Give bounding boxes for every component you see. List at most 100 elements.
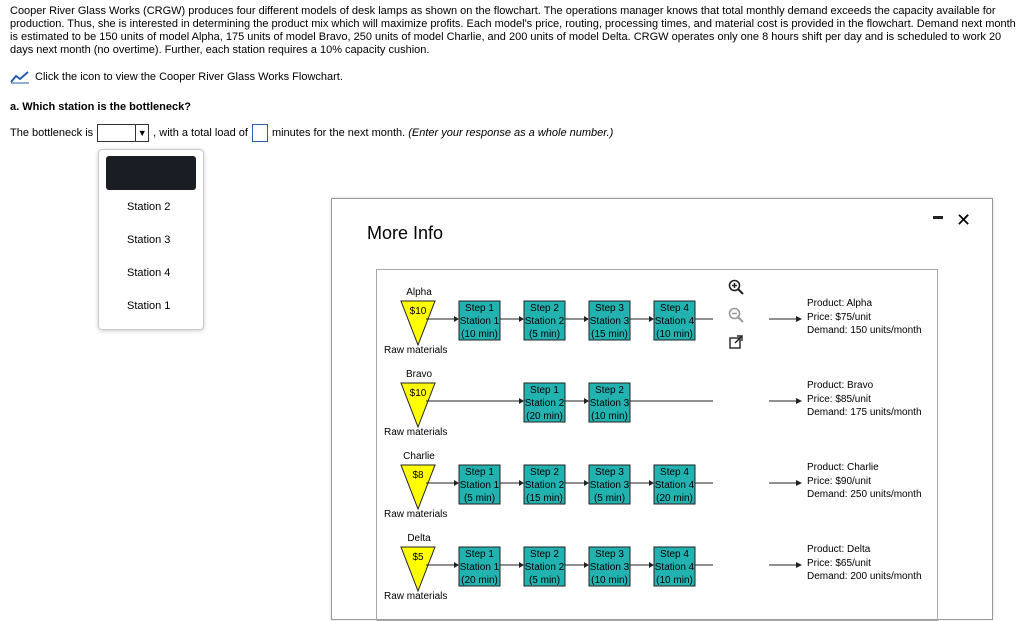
- question-label: a. Which station is the bottleneck?: [10, 101, 191, 113]
- step-box: [588, 300, 631, 341]
- close-button[interactable]: ✕: [956, 210, 972, 230]
- raw-material-triangle: [400, 464, 436, 511]
- product-demand: Demand: 200 units/month: [807, 571, 922, 582]
- flow-arrow: [649, 562, 654, 568]
- step-box: [653, 546, 696, 587]
- flow-arrow: [519, 562, 524, 568]
- product-demand: Demand: 150 units/month: [807, 325, 922, 336]
- step-time: (15 min): [526, 493, 563, 504]
- raw-materials-label: Raw materials: [384, 591, 447, 602]
- step-time: (5 min): [464, 493, 495, 504]
- step-time: (20 min): [656, 493, 693, 504]
- step-label: Step 2: [595, 385, 624, 396]
- flow-arrow: [519, 316, 524, 322]
- product-name: Charlie: [403, 451, 435, 462]
- step-box: [523, 464, 566, 505]
- flow-arrow: [454, 480, 459, 486]
- flowchart-link[interactable]: Click the icon to view the Cooper River …: [10, 70, 343, 84]
- raw-material-triangle: [400, 382, 436, 429]
- step-time: (5 min): [529, 575, 560, 586]
- step-box: [523, 300, 566, 341]
- total-load-input[interactable]: [251, 124, 268, 142]
- chart-icon[interactable]: [10, 70, 30, 84]
- step-station: Station 3: [590, 480, 630, 491]
- raw-materials-label: Raw materials: [384, 509, 447, 520]
- flow-arrow: [796, 562, 802, 568]
- answer-hint: (Enter your response as a whole number.): [408, 127, 614, 139]
- step-label: Step 3: [595, 467, 624, 478]
- flow-arrow: [584, 562, 589, 568]
- step-box: [458, 546, 501, 587]
- step-time: (10 min): [656, 575, 693, 586]
- problem-statement: Cooper River Glass Works (CRGW) produces…: [10, 5, 1016, 56]
- dropdown-blank-option[interactable]: [106, 156, 196, 190]
- product-name: Alpha: [406, 287, 432, 298]
- step-label: Step 4: [660, 303, 689, 314]
- step-label: Step 1: [465, 303, 494, 314]
- material-cost: $8: [412, 470, 424, 481]
- step-time: (20 min): [461, 575, 498, 586]
- product-price: Price: $65/unit: [807, 558, 871, 569]
- answer-row: The bottleneck is ▼ , with a total load …: [10, 124, 613, 142]
- step-time: (10 min): [591, 575, 628, 586]
- step-box: [458, 464, 501, 505]
- modal-title: More Info: [367, 223, 444, 243]
- step-label: Step 3: [595, 303, 624, 314]
- step-station: Station 2: [525, 316, 565, 327]
- step-time: (20 min): [526, 411, 563, 422]
- flow-arrow: [796, 480, 802, 486]
- step-box: [588, 546, 631, 587]
- step-box: [588, 382, 631, 423]
- chevron-down-icon[interactable]: ▼: [135, 125, 148, 141]
- step-station: Station 4: [655, 480, 695, 491]
- flow-arrow: [584, 316, 589, 322]
- zoom-out-icon[interactable]: [728, 307, 744, 323]
- step-box: [588, 464, 631, 505]
- minimize-button[interactable]: [933, 216, 943, 219]
- bottleneck-select[interactable]: ▼: [97, 124, 150, 142]
- more-info-modal: More Info ✕: [331, 198, 993, 621]
- product-demand: Demand: 175 units/month: [807, 407, 922, 418]
- flow-arrow: [649, 316, 654, 322]
- answer-middle: , with a total load of: [153, 127, 248, 139]
- product-price: Price: $85/unit: [807, 394, 871, 405]
- flow-arrow: [519, 480, 524, 486]
- dropdown-option[interactable]: Station 2: [127, 201, 171, 213]
- flow-arrow: [649, 480, 654, 486]
- dropdown-option[interactable]: Station 1: [127, 300, 171, 312]
- step-station: Station 1: [460, 316, 500, 327]
- step-label: Step 1: [465, 549, 494, 560]
- material-cost: $10: [410, 306, 427, 317]
- step-station: Station 2: [525, 480, 565, 491]
- flow-arrow: [454, 316, 459, 322]
- step-station: Station 4: [655, 316, 695, 327]
- step-label: Step 1: [530, 385, 559, 396]
- step-station: Station 2: [525, 398, 565, 409]
- open-external-icon[interactable]: [728, 335, 744, 351]
- flowchart-link-label[interactable]: Click the icon to view the Cooper River …: [35, 71, 343, 83]
- answer-prefix: The bottleneck is: [10, 127, 94, 139]
- product-info: Product: Charlie: [807, 462, 879, 473]
- step-label: Step 2: [530, 549, 559, 560]
- step-box: [458, 300, 501, 341]
- step-station: Station 3: [590, 316, 630, 327]
- flow-arrow: [796, 316, 802, 322]
- step-time: (5 min): [594, 493, 625, 504]
- product-info: Product: Delta: [807, 544, 871, 555]
- step-station: Station 1: [460, 480, 500, 491]
- dropdown-option[interactable]: Station 4: [127, 267, 171, 279]
- step-box: [523, 546, 566, 587]
- product-name: Bravo: [406, 369, 433, 380]
- flow-arrow: [796, 398, 802, 404]
- flow-arrow: [454, 562, 459, 568]
- dropdown-option[interactable]: Station 3: [127, 234, 171, 246]
- answer-suffix: minutes for the next month.: [271, 127, 406, 139]
- step-label: Step 2: [530, 467, 559, 478]
- zoom-in-icon[interactable]: [728, 279, 744, 295]
- step-station: Station 3: [590, 398, 630, 409]
- step-time: (5 min): [529, 329, 560, 340]
- flow-arrow: [519, 398, 524, 404]
- product-info: Product: Alpha: [807, 298, 872, 309]
- step-label: Step 4: [660, 549, 689, 560]
